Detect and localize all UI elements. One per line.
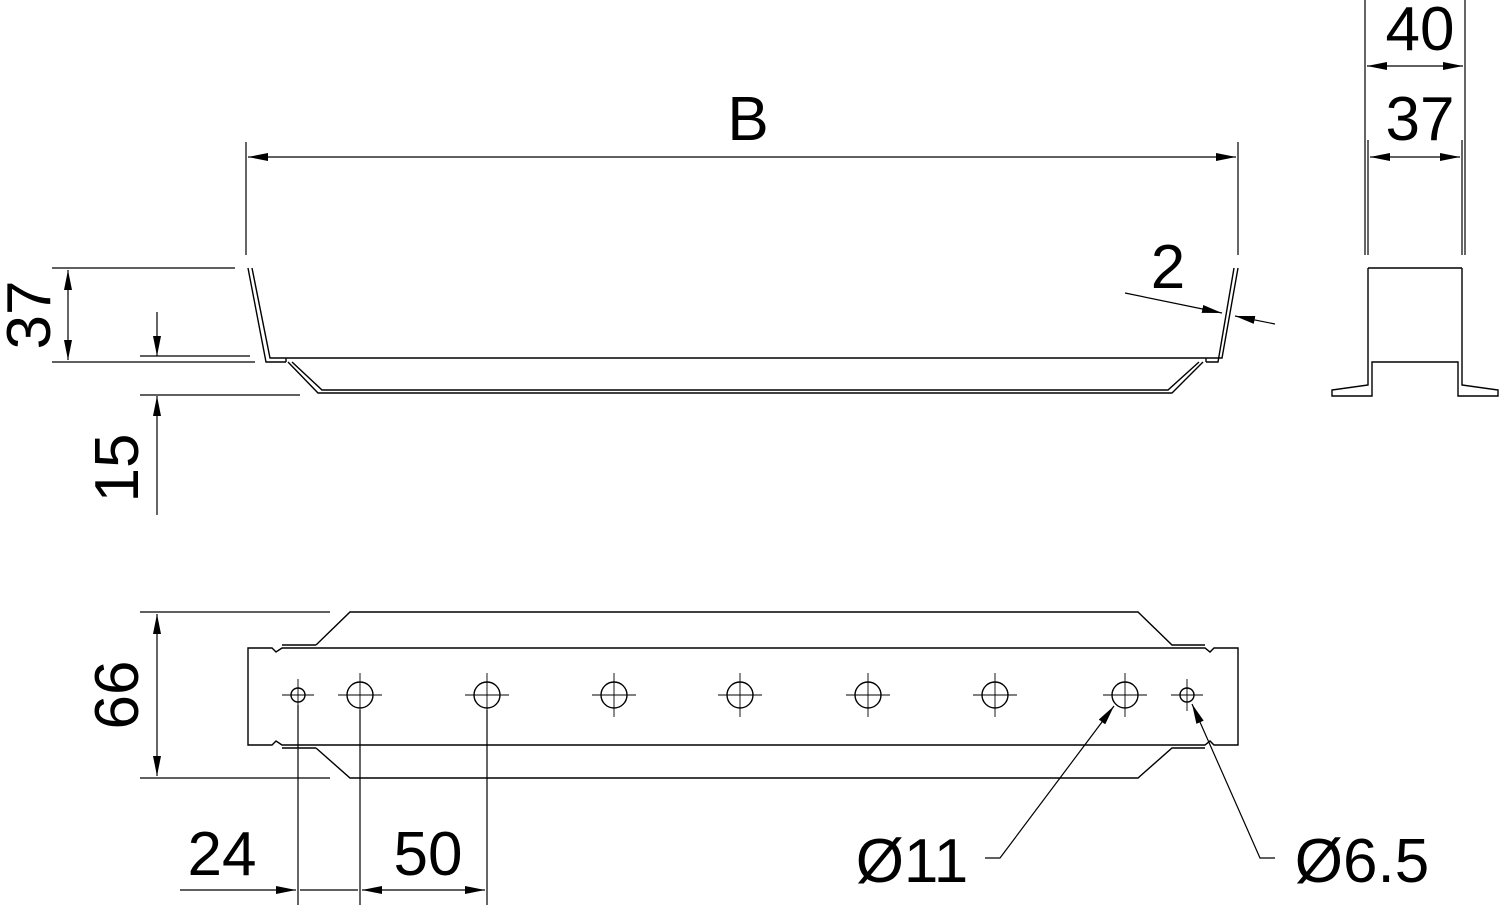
depth-66-label: 66 <box>83 661 152 730</box>
outer-width-40-label: 40 <box>1386 0 1455 64</box>
thickness-label: 2 <box>1151 233 1185 302</box>
small-hole-diameter-label: Ø6.5 <box>1295 827 1429 896</box>
offset-15-label: 15 <box>83 434 152 503</box>
first-hole-24-label: 24 <box>188 820 257 889</box>
side-view: 40 37 <box>1331 0 1499 397</box>
pitch-50-label: 50 <box>394 820 463 889</box>
front-view: B 2 37 15 <box>0 85 1276 515</box>
large-hole-diameter-label: Ø11 <box>856 827 969 896</box>
inner-width-37-label: 37 <box>1386 85 1455 154</box>
height-37-label: 37 <box>0 281 64 350</box>
dimension-b-label: B <box>727 85 768 154</box>
top-view: 66 24 50 Ø11 Ø6.5 <box>83 611 1429 905</box>
